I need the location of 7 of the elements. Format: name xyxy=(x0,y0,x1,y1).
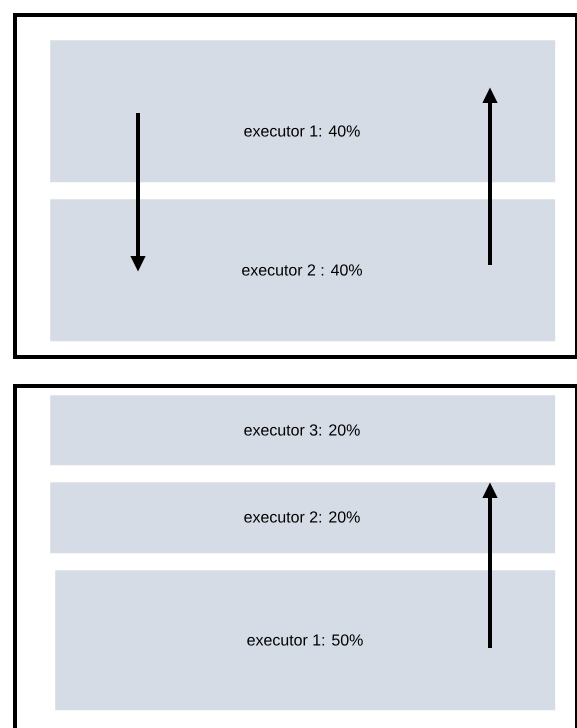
panel-frame xyxy=(13,13,577,359)
executor-band: executor 1: 50% xyxy=(55,570,556,710)
executor-band: executor 2 : 40% xyxy=(50,199,556,342)
executor-band: executor 1: 40% xyxy=(50,40,556,182)
panel-frame xyxy=(13,384,577,728)
executor-band: executor 2: 20% xyxy=(50,482,556,554)
executor-band: executor 3: 20% xyxy=(50,395,556,466)
